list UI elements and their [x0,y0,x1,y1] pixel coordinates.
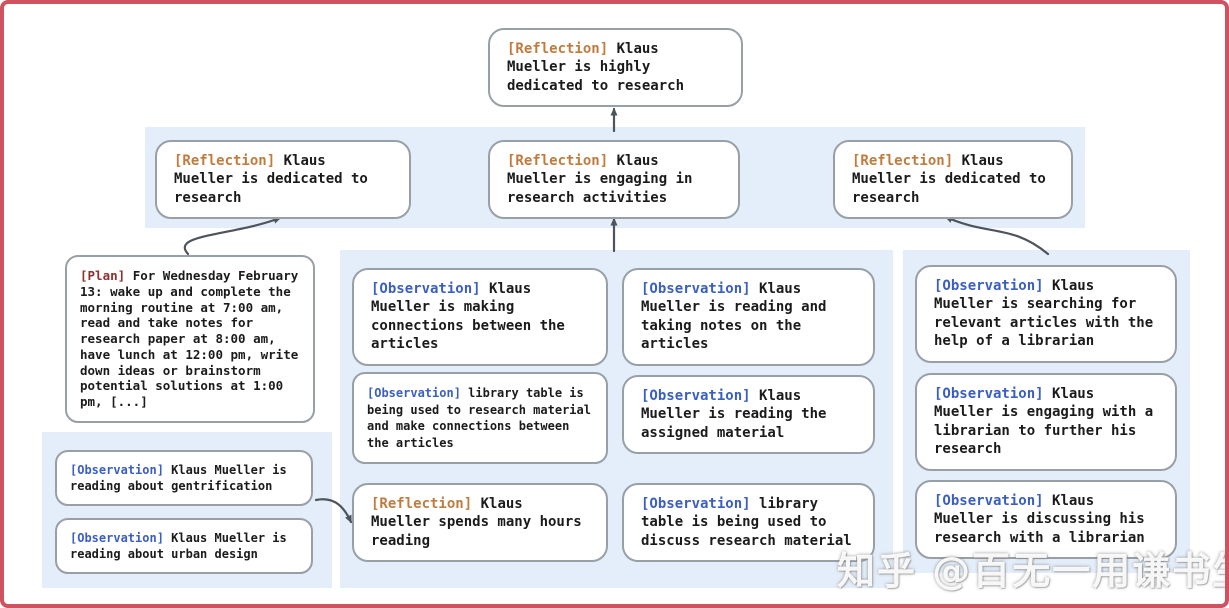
node-text: Klaus Mueller spends many hours reading [371,496,582,549]
node-text: Klaus Mueller is engaging in research ac… [507,153,693,206]
reflection-tag: [Reflection] [371,496,473,512]
node-reflection-hours: [Reflection] Klaus Mueller spends many h… [352,483,608,563]
reflection-tag: [Reflection] [507,153,609,169]
node-obs-reading-notes: [Observation] Klaus Mueller is reading a… [622,268,875,366]
node-text: Klaus Mueller is reading the assigned ma… [641,388,827,441]
node-text: Klaus Mueller is making connections betw… [371,281,565,353]
plan-tag: [Plan] [80,268,126,283]
reflection-tag: [Reflection] [174,153,276,169]
node-reflection-mid: [Reflection] Klaus Mueller is engaging i… [488,140,740,220]
node-text: Klaus Mueller is searching for relevant … [934,278,1154,350]
observation-tag: [Observation] [934,278,1044,294]
node-obs-urban-design: [Observation] Klaus Mueller is reading a… [55,518,313,575]
observation-tag: [Observation] [641,281,751,297]
node-text: Klaus Mueller is discussing his research… [934,493,1145,546]
node-plan: [Plan] For Wednesday February 13: wake u… [65,255,315,423]
node-obs-library-research: [Observation] library table is being use… [352,372,608,465]
node-obs-library-discuss: [Observation] library table is being use… [622,483,875,563]
node-text: Klaus Mueller is reading about urban des… [70,531,287,562]
node-text: Klaus Mueller is dedicated to research [852,153,1046,206]
node-text: Klaus Mueller is highly dedicated to res… [507,41,685,94]
node-text: For Wednesday February 13: wake up and c… [80,268,299,409]
reflection-tag: [Reflection] [507,41,609,57]
node-text: library table is being used to research … [367,386,591,450]
observation-tag: [Observation] [70,463,164,477]
observation-tag: [Observation] [641,496,751,512]
node-reflection-right: [Reflection] Klaus Mueller is dedicated … [833,140,1073,220]
node-text: library table is being used to discuss r… [641,496,852,549]
node-obs-searching-articles: [Observation] Klaus Mueller is searching… [915,265,1177,363]
observation-tag: [Observation] [934,386,1044,402]
node-text: Klaus Mueller is reading about gentrific… [70,463,287,494]
observation-tag: [Observation] [70,531,164,545]
node-text: Klaus Mueller is reading and taking note… [641,281,827,353]
node-obs-gentrification: [Observation] Klaus Mueller is reading a… [55,450,313,507]
node-reflection-root: [Reflection] Klaus Mueller is highly ded… [488,28,743,108]
node-obs-assigned-material: [Observation] Klaus Mueller is reading t… [622,375,875,455]
observation-tag: [Observation] [934,493,1044,509]
node-obs-connections: [Observation] Klaus Mueller is making co… [352,268,608,366]
node-obs-engaging-librarian: [Observation] Klaus Mueller is engaging … [915,373,1177,471]
node-obs-discussing-research: [Observation] Klaus Mueller is discussin… [915,480,1177,560]
node-reflection-left: [Reflection] Klaus Mueller is dedicated … [155,140,411,220]
node-text: Klaus Mueller is dedicated to research [174,153,368,206]
observation-tag: [Observation] [371,281,481,297]
observation-tag: [Observation] [367,386,461,400]
watermark: 知乎 @百无一用谦书生 [837,549,1229,593]
reflection-tag: [Reflection] [852,153,954,169]
observation-tag: [Observation] [641,388,751,404]
node-text: Klaus Mueller is engaging with a librari… [934,386,1154,458]
